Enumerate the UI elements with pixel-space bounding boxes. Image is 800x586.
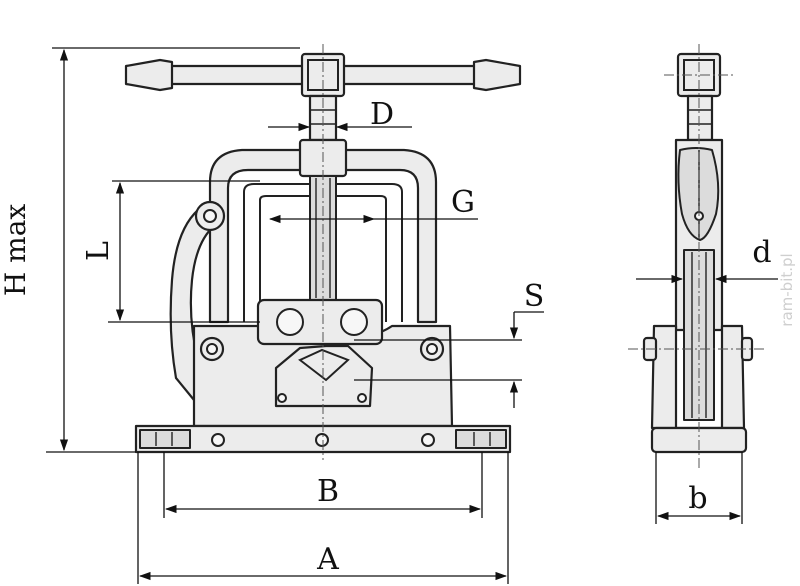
base-foot-left	[139, 429, 191, 449]
handle-knob-left	[124, 58, 174, 92]
base-foot-right	[455, 429, 507, 449]
front-view	[124, 44, 522, 460]
base-bolt-3	[421, 433, 435, 447]
front-dimensions	[46, 47, 544, 584]
handle-knob-right	[472, 58, 522, 92]
d-lower-label: d	[752, 235, 771, 270]
g-label: G	[451, 185, 475, 220]
side-view	[628, 44, 766, 468]
a-label: A	[316, 542, 339, 577]
watermark: ram-bit.pl	[778, 253, 796, 326]
d-upper-label: D	[370, 97, 394, 132]
b-upper-label: B	[317, 474, 339, 509]
base-bolt-2	[315, 433, 329, 447]
jaw-hole-left	[276, 308, 304, 336]
yoke-frame	[208, 148, 438, 324]
s-label: S	[524, 279, 545, 314]
side-screw-shank	[686, 94, 714, 142]
l-label: L	[81, 241, 116, 261]
h-max-label: H max	[0, 204, 32, 297]
base-bolt-1	[211, 433, 225, 447]
side-dimensions	[636, 274, 778, 524]
jaw-hole-right	[340, 308, 368, 336]
b-lower-label: b	[688, 481, 707, 516]
